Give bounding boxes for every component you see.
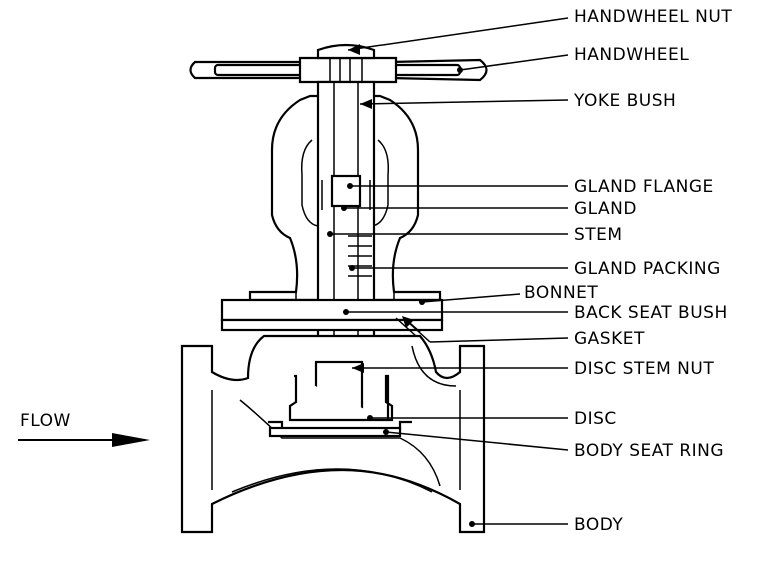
bonnet-flange bbox=[220, 298, 444, 337]
label-body: BODY bbox=[574, 515, 623, 535]
part-labels: HANDWHEEL NUT HANDWHEEL YOKE BUSH GLAND … bbox=[20, 7, 732, 535]
valve-drawing bbox=[18, 43, 488, 534]
label-gasket: GASKET bbox=[574, 329, 645, 349]
label-bonnet: BONNET bbox=[524, 283, 598, 303]
label-gland-flange: GLAND FLANGE bbox=[574, 177, 714, 197]
label-gland-packing: GLAND PACKING bbox=[574, 259, 721, 279]
handwheel bbox=[189, 43, 488, 84]
leader-lines bbox=[327, 17, 569, 527]
label-disc-stem-nut: DISC STEM NUT bbox=[574, 359, 714, 379]
label-yoke-bush: YOKE BUSH bbox=[573, 91, 676, 111]
label-flow: FLOW bbox=[20, 411, 71, 431]
label-back-seat-bush: BACK SEAT BUSH bbox=[574, 303, 728, 323]
label-gland: GLAND bbox=[574, 199, 637, 219]
flow-arrow bbox=[18, 433, 150, 447]
label-disc: DISC bbox=[574, 409, 617, 429]
stem-assembly bbox=[316, 80, 376, 344]
disc-assembly bbox=[268, 360, 412, 438]
label-body-seat-ring: BODY SEAT RING bbox=[574, 441, 724, 461]
label-stem: STEM bbox=[574, 225, 623, 245]
label-handwheel: HANDWHEEL bbox=[574, 45, 689, 65]
leader-arrowhead bbox=[348, 44, 360, 55]
label-handwheel-nut: HANDWHEEL NUT bbox=[574, 7, 732, 27]
